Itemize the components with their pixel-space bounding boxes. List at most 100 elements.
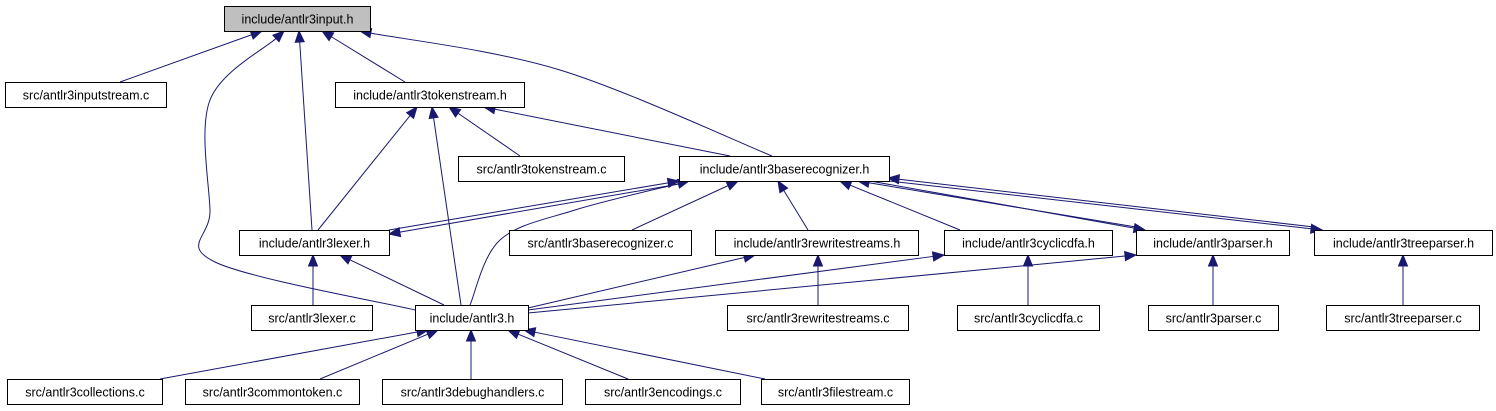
node-box[interactable] bbox=[727, 305, 909, 331]
node-encodings-c[interactable]: src/antlr3encodings.c bbox=[585, 379, 741, 405]
node-collections-c[interactable]: src/antlr3collections.c bbox=[7, 379, 163, 405]
node-antlr3-h[interactable]: include/antlr3.h bbox=[415, 305, 529, 331]
edge-line bbox=[869, 180, 1135, 229]
node-baserec-h[interactable]: include/antlr3baserecognizer.h bbox=[679, 156, 890, 182]
edge-rewrite_h-to-baserec_h bbox=[777, 179, 809, 231]
node-inputstream-c[interactable]: src/antlr3inputstream.c bbox=[5, 82, 167, 108]
edge-line bbox=[370, 32, 773, 157]
node-cyclicdfa-h[interactable]: include/antlr3cyclicdfa.h bbox=[944, 230, 1113, 256]
node-box[interactable] bbox=[585, 379, 741, 405]
edge-tokenstream_h-to-input_h bbox=[320, 30, 406, 83]
arrowhead-icon bbox=[447, 106, 462, 118]
node-commontoken-c[interactable]: src/antlr3commontoken.c bbox=[185, 379, 360, 405]
edge-line bbox=[888, 180, 1312, 230]
edge-line bbox=[849, 184, 961, 231]
node-box[interactable] bbox=[1136, 230, 1290, 256]
node-label: include/antlr3.h bbox=[430, 312, 515, 326]
node-lexer-h[interactable]: include/antlr3lexer.h bbox=[239, 230, 390, 256]
arrowhead-icon bbox=[294, 29, 305, 43]
edge-baserec_h-to-tokenstream_h bbox=[482, 104, 731, 157]
node-filestream-c[interactable]: src/antlr3filestream.c bbox=[761, 379, 910, 405]
node-tokenstream-c[interactable]: src/antlr3tokenstream.c bbox=[458, 156, 625, 182]
node-box[interactable] bbox=[761, 379, 910, 405]
edge-encodings_c-to-antlr3_h bbox=[506, 329, 629, 380]
edge-line bbox=[159, 331, 418, 380]
node-box[interactable] bbox=[957, 305, 1100, 331]
edge-line bbox=[534, 331, 766, 380]
node-box[interactable] bbox=[185, 379, 360, 405]
edge-antlr3_h-to-rewrite_h bbox=[527, 252, 757, 309]
edge-line bbox=[527, 255, 1126, 314]
edge-line bbox=[299, 41, 313, 231]
edge-line bbox=[198, 38, 416, 311]
edge-line bbox=[119, 34, 252, 83]
arrowhead-icon bbox=[931, 251, 946, 262]
arrowhead-icon bbox=[1207, 253, 1219, 267]
arrowhead-icon bbox=[307, 253, 319, 267]
node-label: src/antlr3collections.c bbox=[25, 386, 145, 400]
node-box[interactable] bbox=[239, 230, 390, 256]
node-box[interactable] bbox=[1314, 230, 1493, 256]
edge-line bbox=[317, 115, 411, 231]
edge-line bbox=[517, 333, 629, 380]
edge-baserec_h-to-lexer_h bbox=[387, 183, 680, 238]
node-box[interactable] bbox=[382, 379, 563, 405]
arrowhead-icon bbox=[272, 30, 285, 43]
node-box[interactable] bbox=[509, 230, 692, 256]
node-box[interactable] bbox=[944, 230, 1113, 256]
edge-lexer_h-to-input_h bbox=[294, 29, 313, 231]
node-parser-h[interactable]: include/antlr3parser.h bbox=[1136, 230, 1290, 256]
node-cyclicdfa-c[interactable]: src/antlr3cyclicdfa.c bbox=[957, 305, 1100, 331]
node-box[interactable] bbox=[715, 230, 919, 256]
node-box[interactable] bbox=[7, 379, 163, 405]
node-box[interactable] bbox=[5, 82, 167, 108]
edge-cyclicdfa_c-to-cyclicdfa_h bbox=[1022, 253, 1034, 305]
node-box[interactable] bbox=[415, 305, 529, 331]
edge-line bbox=[783, 190, 809, 231]
edge-treeparser_c-to-treeparser_h bbox=[1397, 253, 1409, 305]
arrowhead-icon bbox=[725, 180, 740, 191]
node-label: src/antlr3baserecognizer.c bbox=[528, 237, 674, 251]
edge-antlr3_h-to-tokenstream_h bbox=[428, 105, 462, 306]
node-box[interactable] bbox=[251, 305, 373, 331]
arrowhead-icon bbox=[387, 226, 402, 238]
edge-baserec_c-to-baserec_h bbox=[631, 180, 740, 231]
node-baserec-c[interactable]: src/antlr3baserecognizer.c bbox=[509, 230, 692, 256]
edge-debughandlers_c-to-antlr3_h bbox=[465, 328, 477, 379]
node-debughandlers-c[interactable]: src/antlr3debughandlers.c bbox=[382, 379, 563, 405]
edge-parser_c-to-parser_h bbox=[1207, 253, 1219, 305]
node-label: src/antlr3treeparser.c bbox=[1344, 312, 1461, 326]
node-label: src/antlr3cyclicdfa.c bbox=[974, 312, 1083, 326]
node-label: src/antlr3commontoken.c bbox=[203, 386, 343, 400]
arrowhead-icon bbox=[838, 180, 853, 191]
node-label: src/antlr3tokenstream.c bbox=[477, 163, 607, 177]
node-box[interactable] bbox=[1148, 305, 1279, 331]
edge-tokenstream_c-to-tokenstream_h bbox=[447, 106, 521, 157]
node-treeparser-c[interactable]: src/antlr3treeparser.c bbox=[1326, 305, 1480, 331]
node-box[interactable] bbox=[458, 156, 625, 182]
node-parser-c[interactable]: src/antlr3parser.c bbox=[1148, 305, 1279, 331]
node-treeparser-h[interactable]: include/antlr3treeparser.h bbox=[1314, 230, 1493, 256]
node-rewrite-h[interactable]: include/antlr3rewritestreams.h bbox=[715, 230, 919, 256]
edge-antlr3_h-to-cyclicdfa_h bbox=[527, 251, 946, 311]
edge-rewrite_c-to-rewrite_h bbox=[812, 253, 824, 305]
node-input-h[interactable]: include/antlr3input.h bbox=[224, 6, 371, 32]
arrowhead-icon bbox=[425, 329, 440, 340]
edge-line bbox=[319, 333, 429, 380]
node-tokenstream-h[interactable]: include/antlr3tokenstream.h bbox=[335, 82, 525, 108]
node-box[interactable] bbox=[679, 156, 890, 182]
edge-line bbox=[494, 108, 731, 157]
node-box[interactable] bbox=[1326, 305, 1480, 331]
node-rewrite-c[interactable]: src/antlr3rewritestreams.c bbox=[727, 305, 909, 331]
arrowhead-icon bbox=[405, 105, 418, 120]
node-box[interactable] bbox=[335, 82, 525, 108]
node-box[interactable] bbox=[224, 6, 371, 32]
node-lexer-c[interactable]: src/antlr3lexer.c bbox=[251, 305, 373, 331]
edge-line bbox=[349, 259, 445, 306]
node-label: include/antlr3treeparser.h bbox=[1333, 237, 1474, 251]
edge-lexer_h-to-tokenstream_h bbox=[317, 105, 418, 231]
arrowhead-icon bbox=[1124, 250, 1138, 262]
edge-line bbox=[898, 178, 1315, 228]
node-label: src/antlr3encodings.c bbox=[604, 386, 722, 400]
